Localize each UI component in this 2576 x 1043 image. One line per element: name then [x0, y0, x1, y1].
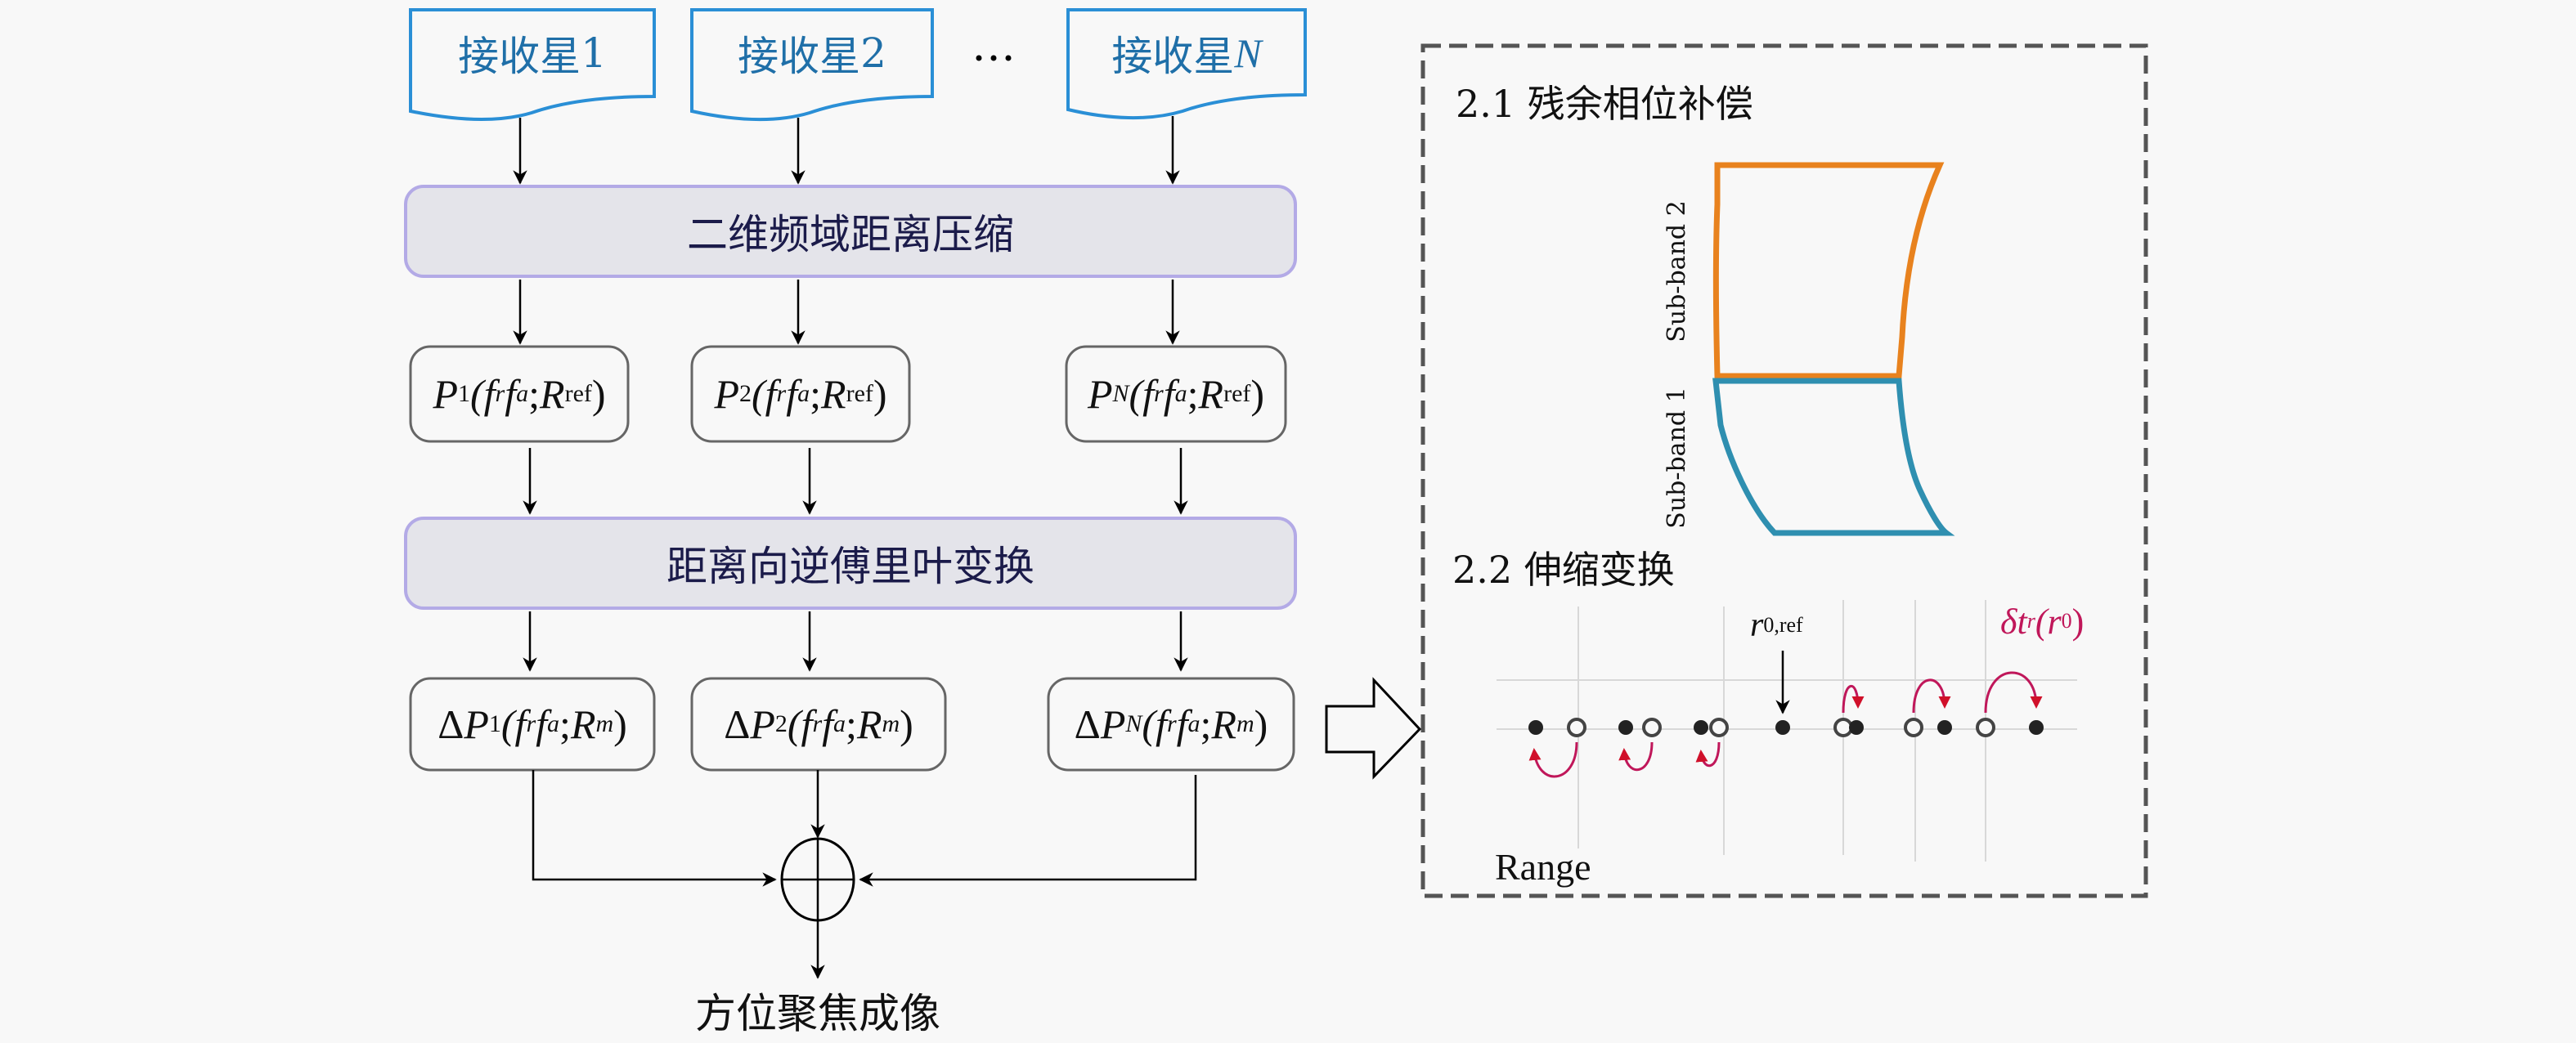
range-compression-label: 二维频域距离压缩	[687, 211, 1014, 258]
p-node-1-box	[409, 345, 630, 443]
receiver-doc-2	[690, 8, 934, 122]
p-node-2-box	[690, 345, 911, 443]
receiver-text: 接收星	[738, 33, 861, 80]
shift-arcs	[1528, 671, 2043, 778]
section-2-1-title: 2.1 残余相位补偿	[1456, 82, 1753, 126]
receiver-text: 接收星	[1111, 33, 1235, 80]
receiver-doc-1	[409, 8, 656, 122]
point-filled	[1694, 720, 1708, 735]
point-hollow	[1709, 718, 1729, 737]
hollow-arrow-icon	[1325, 677, 1422, 780]
inverse-fft-label: 距离向逆傅里叶变换	[666, 543, 1034, 590]
dp-node-n-box	[1047, 677, 1295, 772]
point-hollow	[1904, 718, 1923, 737]
connector-1-to-sum	[532, 770, 777, 887]
subband-2-label: Sub-band 2	[1662, 200, 1691, 342]
point-reference	[1775, 720, 1790, 735]
sum-junction-icon	[780, 837, 855, 922]
shift-arc-left	[1618, 741, 1654, 772]
ellipsis-icon	[976, 55, 1012, 61]
connector-n-to-sum	[859, 775, 1197, 887]
receiver-index: 1	[581, 29, 607, 77]
p-node-n-box	[1065, 345, 1287, 443]
shift-arc-right	[1912, 678, 1951, 714]
point-filled	[1618, 720, 1633, 735]
point-hollow	[1642, 718, 1662, 737]
subband-1-shape	[1712, 378, 1955, 536]
inverse-fft-step	[404, 517, 1297, 610]
point-hollow	[1976, 718, 1995, 737]
point-hollow	[1567, 718, 1586, 737]
range-compression-step	[404, 185, 1297, 278]
detail-panel-border	[1420, 43, 2148, 898]
shift-arc-left	[1528, 741, 1578, 778]
subband-2-shape	[1713, 162, 1945, 379]
range-points	[1528, 718, 2044, 737]
receiver-text: 接收星	[458, 33, 581, 80]
range-axis-label: Range	[1495, 845, 1591, 888]
section-2-2-title: 2.2 伸缩变换	[1452, 548, 1675, 592]
point-filled	[1849, 720, 1864, 735]
subband-1-label: Sub-band 1	[1662, 387, 1691, 529]
receiver-doc-n	[1066, 8, 1307, 119]
point-filled	[1937, 720, 1952, 735]
receiver-index: N	[1234, 30, 1262, 76]
shift-arc-right	[1984, 671, 2043, 714]
point-filled	[2029, 720, 2044, 735]
shift-arc-left	[1695, 741, 1721, 768]
receiver-index: 2	[860, 29, 886, 77]
azimuth-focusing-output: 方位聚焦成像	[695, 990, 940, 1037]
shift-arc-right	[1842, 685, 1865, 714]
point-filled	[1528, 720, 1543, 735]
